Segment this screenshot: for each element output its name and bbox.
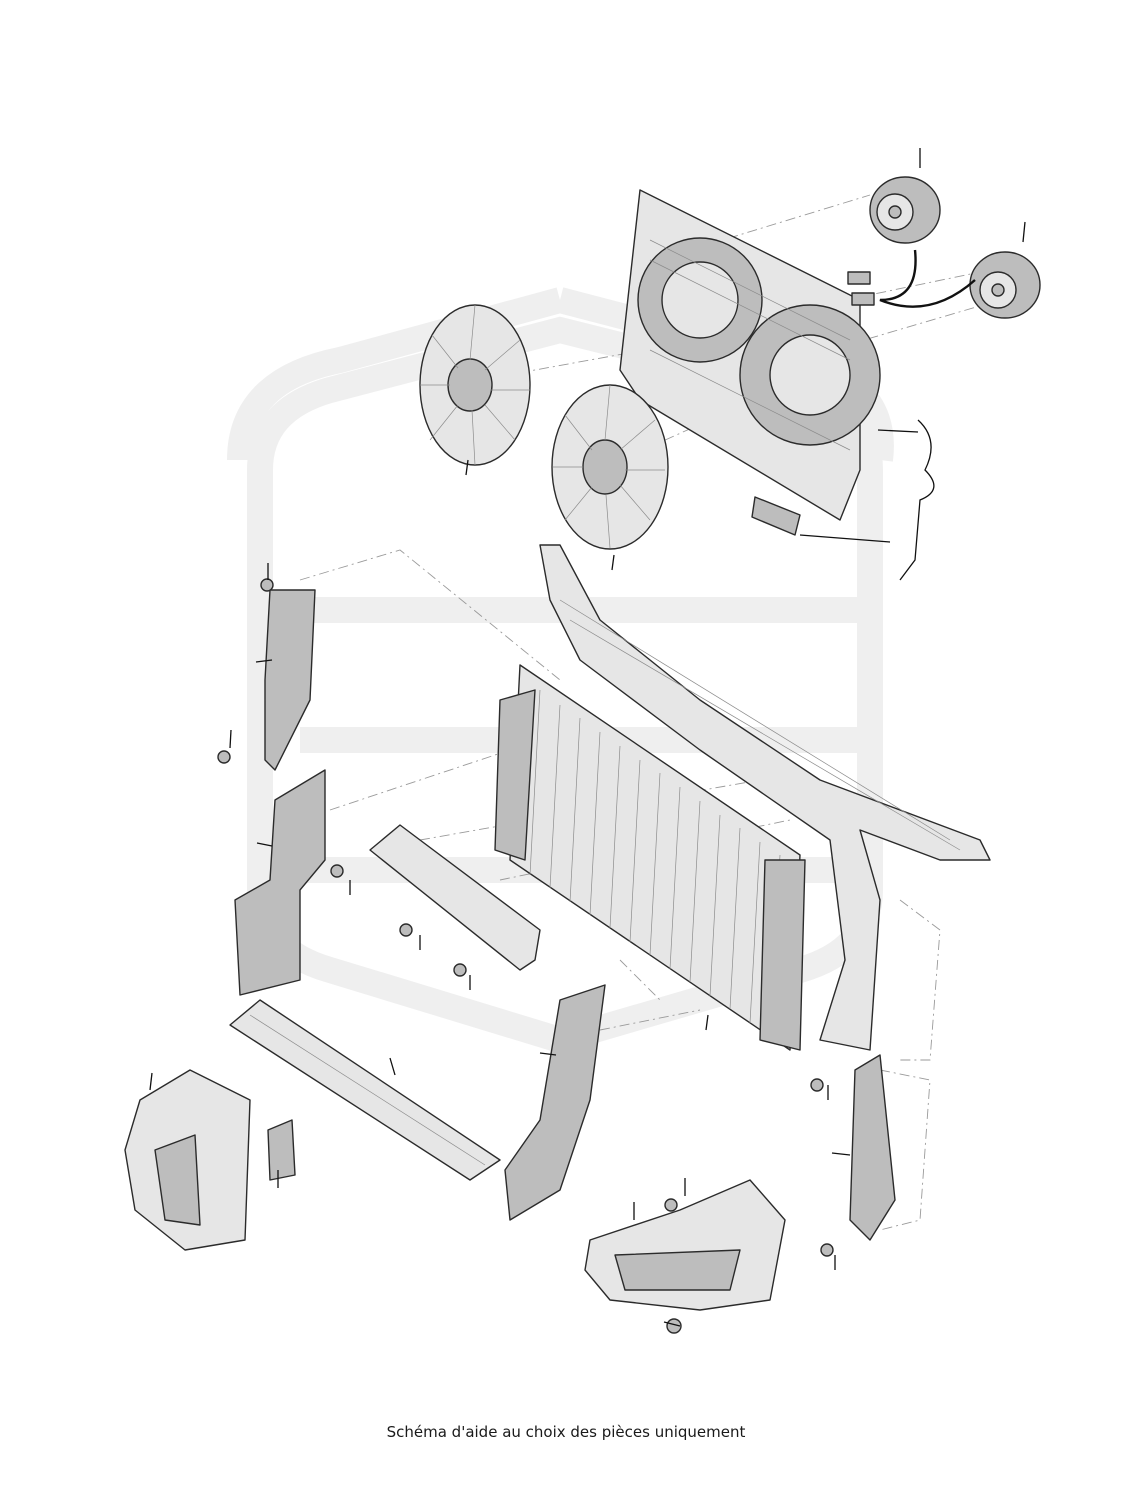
screw [820,1243,834,1257]
screw [330,864,344,878]
air-duct-left [124,1069,251,1251]
air-guide-middle-left [234,769,326,996]
nut [666,1318,682,1334]
screw [810,1078,824,1092]
screw [217,750,231,764]
lock-carrier [539,544,991,1051]
air-guide-center [369,824,541,971]
fan-wiring-harness [847,249,976,308]
screw [399,923,413,937]
air-guide-right-lower [504,984,606,1221]
radiator [494,664,806,1051]
screw [664,1198,678,1212]
screws [217,578,834,1334]
screw [453,963,467,977]
seal-plate [751,496,801,536]
air-duct-bottom [584,1179,786,1311]
fan-blade-right [551,384,669,550]
underbody-panel [229,999,501,1181]
screw [260,578,274,592]
air-guide-upper-left [264,589,316,771]
air-guide-far-right [849,1054,896,1241]
fan-blade-left [419,304,531,466]
bracket-small [267,1119,296,1181]
diagram-caption: Schéma d'aide au choix des pièces unique… [386,1423,746,1441]
fan-motor-upper [869,176,941,244]
fan-shroud-frame [619,189,881,521]
fan-motor-lower [969,251,1041,319]
callout-leaders [149,148,1026,1327]
